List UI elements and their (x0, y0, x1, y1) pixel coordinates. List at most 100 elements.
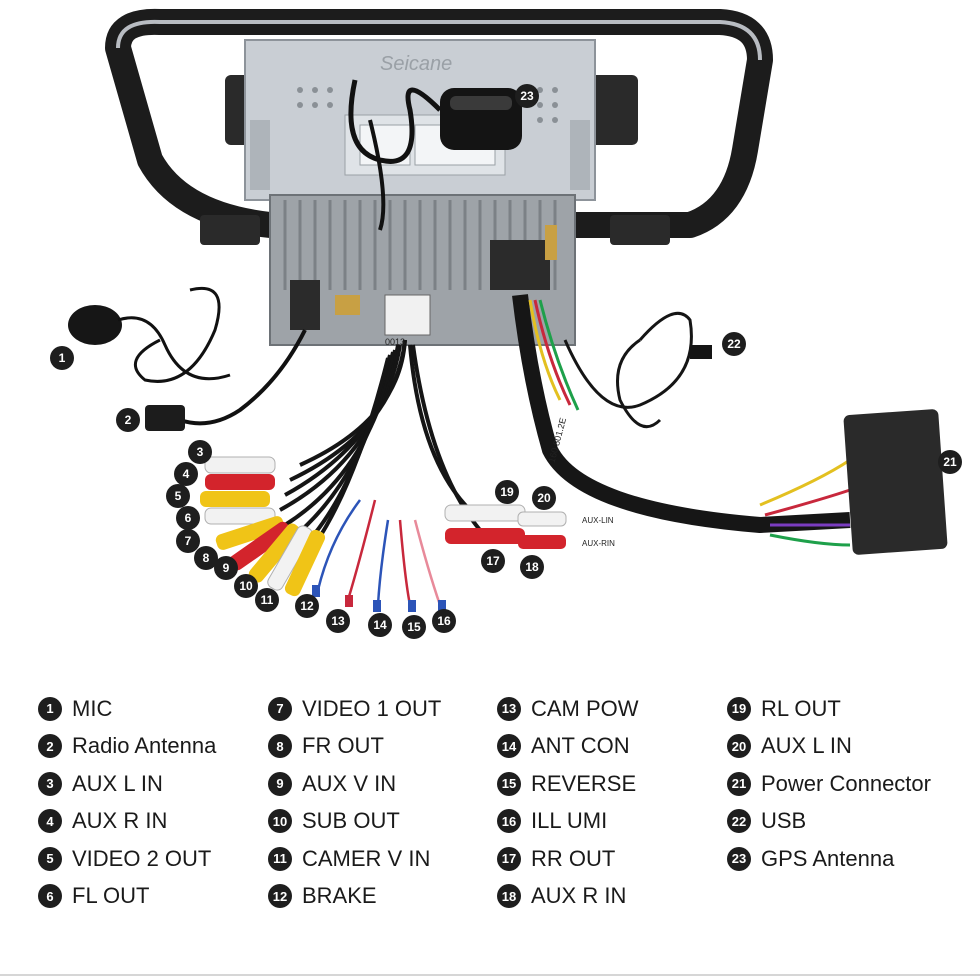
main-harness-tag: 0013 (385, 337, 405, 347)
legend-label: ILL UMI (531, 808, 608, 834)
legend-number: 4 (38, 809, 62, 834)
legend-label: Power Connector (761, 770, 931, 796)
legend-item: 20 AUX L IN (727, 728, 931, 766)
legend-number: 7 (268, 696, 292, 721)
bottom-divider (0, 974, 980, 976)
legend-label: MIC (72, 695, 113, 721)
signal-wires (316, 499, 442, 606)
legend-number: 8 (268, 734, 292, 759)
legend-label: ANT CON (531, 733, 630, 759)
legend-number: 17 (497, 846, 521, 871)
legend-number: 1 (38, 696, 62, 721)
svg-text:11: 11 (261, 593, 274, 607)
power-connector-block (843, 409, 948, 555)
legend-item: 22 USB (727, 803, 931, 841)
legend-item: 7 VIDEO 1 OUT (268, 690, 441, 728)
callout-2: 2 (116, 408, 140, 432)
legend-label: FR OUT (302, 733, 384, 759)
legend-number: 16 (497, 809, 521, 834)
legend-number: 23 (727, 846, 751, 871)
svg-text:9: 9 (223, 561, 230, 575)
rca-plugs (200, 456, 567, 597)
callout-11: 11 (255, 588, 279, 612)
svg-text:23: 23 (520, 89, 534, 103)
svg-text:14: 14 (373, 618, 387, 632)
legend-item: 9 AUX V IN (268, 765, 441, 803)
brand-logo: Seicane (380, 53, 452, 75)
legend-label: CAM POW (531, 695, 639, 721)
callout-12: 12 (295, 594, 319, 618)
callout-14: 14 (368, 613, 392, 637)
legend-number: 22 (727, 809, 751, 834)
legend-label: AUX L IN (761, 733, 852, 759)
legend-number: 19 (727, 696, 751, 721)
svg-text:10: 10 (239, 579, 253, 593)
svg-text:15: 15 (407, 620, 421, 634)
legend-number: 13 (497, 696, 521, 721)
mic-device (68, 305, 231, 381)
callout-22: 22 (722, 332, 746, 356)
legend-number: 15 (497, 771, 521, 796)
callout-15: 15 (402, 615, 426, 639)
legend-item: 15 REVERSE (497, 765, 639, 803)
legend-item: 3 AUX L IN (38, 765, 216, 803)
callout-10: 10 (234, 574, 258, 598)
svg-text:3: 3 (197, 445, 204, 459)
callout-17: 17 (481, 549, 505, 573)
callout-18: 18 (520, 555, 544, 579)
legend-label: RR OUT (531, 845, 616, 871)
callout-7: 7 (176, 529, 200, 553)
legend-label: AUX V IN (302, 770, 397, 796)
legend-number: 14 (497, 734, 521, 759)
wiring-diagram: Seicane (50, 8, 962, 639)
legend-number: 10 (268, 809, 292, 834)
legend-label: BRAKE (302, 883, 377, 909)
callouts: 1 2 3 4 5 6 7 8 9 10 11 12 13 14 15 16 1… (50, 84, 962, 639)
rca-harness (279, 339, 482, 572)
legend-label: REVERSE (531, 770, 637, 796)
legend-label: Radio Antenna (72, 733, 217, 759)
legend-item: 16 ILL UMI (497, 803, 639, 841)
legend-number: 3 (38, 771, 62, 796)
callout-20: 20 (532, 486, 556, 510)
svg-text:7: 7 (185, 534, 192, 548)
svg-text:19: 19 (500, 485, 514, 499)
legend-item: 14 ANT CON (497, 728, 639, 766)
legend-number: 9 (268, 771, 292, 796)
legend-item: 13 CAM POW (497, 690, 639, 728)
svg-text:6: 6 (185, 511, 192, 525)
legend-number: 12 (268, 884, 292, 909)
legend-label: VIDEO 1 OUT (302, 695, 442, 721)
svg-text:18: 18 (525, 560, 539, 574)
legend-label: USB (761, 808, 807, 834)
legend-number: 20 (727, 734, 751, 759)
legend-label: AUX L IN (72, 770, 163, 796)
legend-number: 5 (38, 846, 62, 871)
legend-label: VIDEO 2 OUT (72, 845, 212, 871)
legend-number: 18 (497, 884, 521, 909)
radio-antenna-cable (134, 287, 307, 431)
legend-label: AUX R IN (531, 883, 627, 909)
svg-text:22: 22 (727, 337, 741, 351)
svg-text:1: 1 (59, 351, 66, 365)
svg-text:17: 17 (486, 554, 500, 568)
callout-19: 19 (495, 480, 519, 504)
svg-text:5: 5 (175, 489, 182, 503)
legend-number: 11 (268, 846, 292, 871)
legend-item: 17 RR OUT (497, 840, 639, 878)
callout-5: 5 (166, 484, 190, 508)
legend-item: 5 VIDEO 2 OUT (38, 840, 216, 878)
gps-antenna (348, 79, 522, 231)
wire-tips (312, 585, 446, 612)
